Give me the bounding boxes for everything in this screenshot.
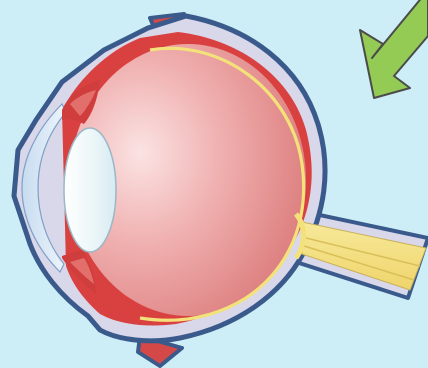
lens [64,128,116,252]
arrow-down-left-icon [360,0,428,98]
